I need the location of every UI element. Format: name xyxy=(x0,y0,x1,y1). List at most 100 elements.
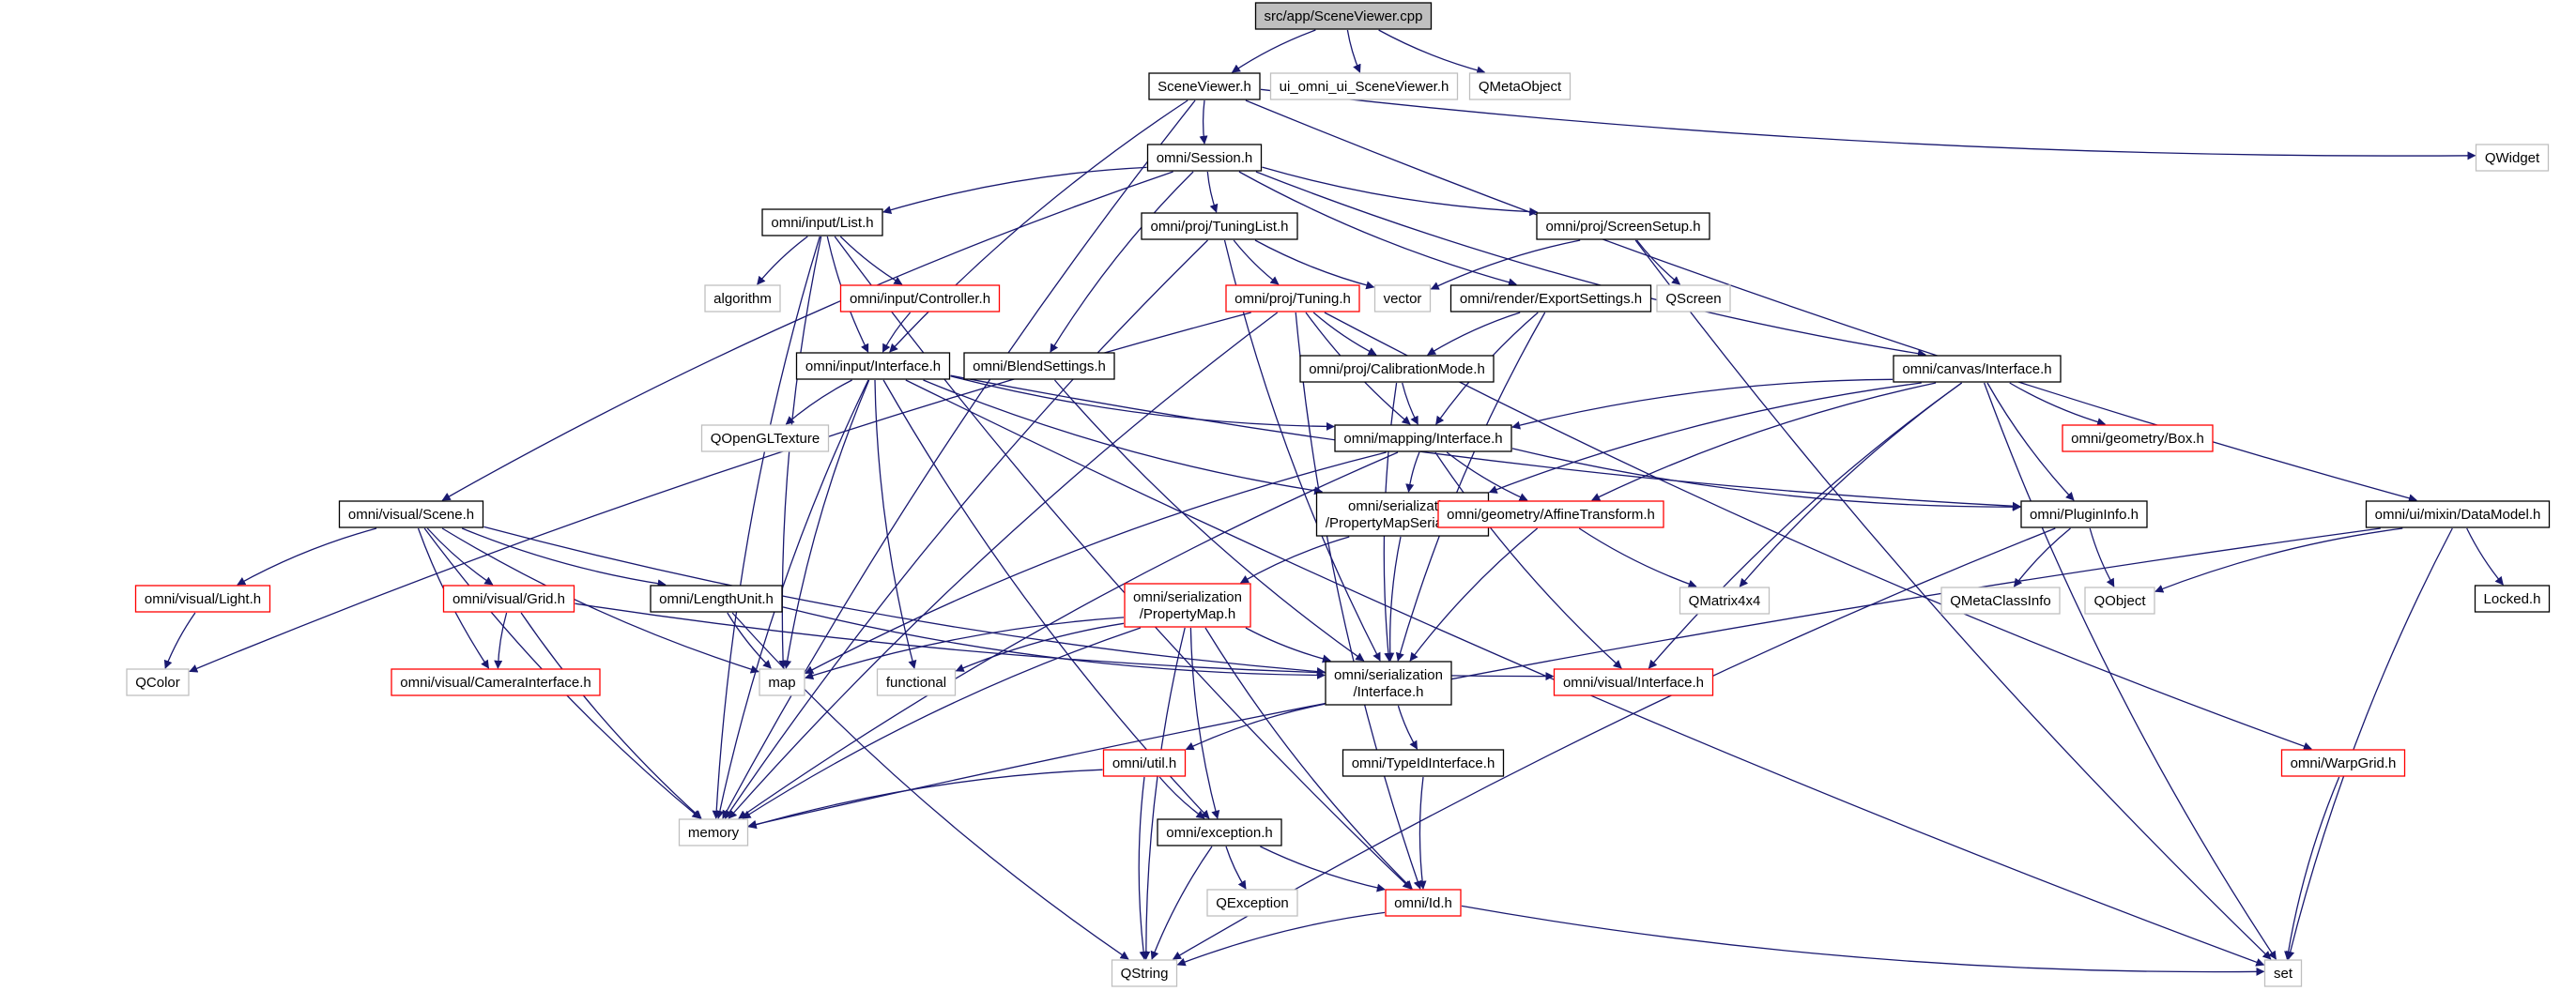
node-qcolor[interactable]: QColor xyxy=(126,668,190,696)
edge-session-to-canvas_interface xyxy=(1255,171,1926,358)
node-box xyxy=(1111,959,1178,987)
node-calibrationmode[interactable]: omni/proj/CalibrationMode.h xyxy=(1299,355,1495,383)
edge-tuninglist-to-vector xyxy=(1254,239,1375,290)
edge-mapping_interface-to-plugininfo xyxy=(1511,448,2021,511)
edge-input_interface-to-propmapserializer xyxy=(923,379,1324,496)
edge-input_list-to-map xyxy=(778,236,822,669)
edge-visual_grid-to-memory xyxy=(520,612,702,819)
node-ui_omni[interactable]: ui_omni_ui_SceneViewer.h xyxy=(1269,72,1459,100)
node-blendsettings[interactable]: omni/BlendSettings.h xyxy=(963,352,1115,380)
node-algorithm[interactable]: algorithm xyxy=(704,284,781,313)
edge-tuninglist-to-memory xyxy=(724,239,1208,819)
node-box xyxy=(1893,355,2062,383)
node-label: omni/render/ExportSettings.h xyxy=(1460,291,1642,307)
node-locked[interactable]: Locked.h xyxy=(2474,585,2551,613)
edge-exportsettings-to-ser_interface xyxy=(1395,312,1546,662)
node-label: omni/visual/Light.h xyxy=(145,591,261,607)
node-label: omni/WarpGrid.h xyxy=(2291,755,2397,771)
edge-input_list-to-memory xyxy=(712,236,820,819)
node-box xyxy=(338,500,484,528)
node-affinetransform[interactable]: omni/geometry/AffineTransform.h xyxy=(1437,500,1664,528)
node-box xyxy=(650,585,783,613)
node-box xyxy=(1373,284,1432,313)
edge-ser_interface-to-typeidinterface xyxy=(1397,705,1418,750)
node-plugininfo[interactable]: omni/PluginInfo.h xyxy=(2020,500,2148,528)
node-qstring[interactable]: QString xyxy=(1111,959,1178,987)
edge-sceneviewer_h-to-memory xyxy=(722,99,1196,819)
node-memory[interactable]: memory xyxy=(678,818,749,846)
node-mapping_interface[interactable]: omni/mapping/Interface.h xyxy=(1334,424,1512,452)
node-exportsettings[interactable]: omni/render/ExportSettings.h xyxy=(1449,284,1652,313)
node-qmatrix4x4[interactable]: QMatrix4x4 xyxy=(1679,587,1771,615)
edge-visual_scene-to-visual_grid xyxy=(426,527,494,586)
node-qmetaclassinfo[interactable]: QMetaClassInfo xyxy=(1940,587,2061,615)
node-label: SceneViewer.h xyxy=(1158,79,1251,95)
node-functional[interactable]: functional xyxy=(876,668,957,696)
node-label: omni/ui/mixin/DataModel.h xyxy=(2375,507,2541,523)
node-id[interactable]: omni/Id.h xyxy=(1385,889,1462,917)
node-label: omni/PluginInfo.h xyxy=(2030,507,2139,523)
edge-datamodel-to-locked xyxy=(2466,527,2504,586)
edge-screensetup-to-qscreen xyxy=(1636,239,1681,285)
edge-exception-to-qstring xyxy=(1150,846,1213,960)
node-vector[interactable]: vector xyxy=(1373,284,1432,313)
edge-tuning-to-calibrationmode xyxy=(1312,312,1377,356)
node-camerainterface[interactable]: omni/visual/CameraInterface.h xyxy=(391,668,601,696)
node-visual_light[interactable]: omni/visual/Light.h xyxy=(134,585,271,613)
edge-root-to-qmetaobject xyxy=(1378,29,1486,75)
node-canvas_interface[interactable]: omni/canvas/Interface.h xyxy=(1893,355,2062,383)
edge-util-to-qstring xyxy=(1138,776,1148,960)
node-label: omni/visual/Interface.h xyxy=(1563,675,1704,691)
node-box xyxy=(839,284,1001,313)
edge-screensetup-to-set xyxy=(1634,239,2272,960)
node-exception[interactable]: omni/exception.h xyxy=(1157,818,1282,846)
node-qscreen[interactable]: QScreen xyxy=(1656,284,1731,313)
node-label: Locked.h xyxy=(2484,591,2541,607)
node-visual_interface[interactable]: omni/visual/Interface.h xyxy=(1553,668,1714,696)
edge-session-to-blendsettings xyxy=(1050,171,1194,353)
node-propertymap[interactable]: omni/serialization/PropertyMap.h xyxy=(1124,583,1251,628)
node-set[interactable]: set xyxy=(2263,959,2303,987)
edge-canvas_interface-to-mapping_interface xyxy=(1511,378,1894,430)
edge-input_interface-to-mapping_interface xyxy=(950,375,1335,431)
node-session[interactable]: omni/Session.h xyxy=(1146,144,1263,172)
edge-lengthunit-to-ser_interface xyxy=(782,606,1326,680)
node-qobject[interactable]: QObject xyxy=(2084,587,2155,615)
edge-input_list-to-id xyxy=(834,236,1412,890)
node-input_interface[interactable]: omni/input/Interface.h xyxy=(795,352,951,380)
node-lengthunit[interactable]: omni/LengthUnit.h xyxy=(650,585,783,613)
edge-root-to-sceneviewer_h xyxy=(1231,29,1316,73)
node-map[interactable]: map xyxy=(759,668,805,696)
node-box xyxy=(1342,749,1505,777)
node-sceneviewer_h[interactable]: SceneViewer.h xyxy=(1148,72,1261,100)
node-box xyxy=(1141,212,1298,240)
node-box xyxy=(795,352,951,380)
edge-mapping_interface-to-propmapserializer xyxy=(1405,451,1420,493)
node-qmetaobject[interactable]: QMetaObject xyxy=(1468,72,1572,100)
node-tuning[interactable]: omni/proj/Tuning.h xyxy=(1225,284,1360,313)
edge-util-to-exception xyxy=(1158,776,1205,819)
node-box xyxy=(1437,500,1664,528)
node-input_controller[interactable]: omni/input/Controller.h xyxy=(839,284,1001,313)
node-datamodel[interactable]: omni/ui/mixin/DataModel.h xyxy=(2365,500,2551,528)
edge-propmapserializer-to-ser_interface xyxy=(1386,536,1402,662)
node-label: omni/input/List.h xyxy=(771,215,873,231)
node-visual_grid[interactable]: omni/visual/Grid.h xyxy=(442,585,575,613)
node-visual_scene[interactable]: omni/visual/Scene.h xyxy=(338,500,484,528)
edge-propertymap-to-exception xyxy=(1189,627,1220,819)
node-warpgrid[interactable]: omni/WarpGrid.h xyxy=(2280,749,2406,777)
node-ser_interface[interactable]: omni/serialization/Interface.h xyxy=(1325,661,1452,706)
node-tuninglist[interactable]: omni/proj/TuningList.h xyxy=(1141,212,1298,240)
node-screensetup[interactable]: omni/proj/ScreenSetup.h xyxy=(1536,212,1710,240)
node-geometry_box[interactable]: omni/geometry/Box.h xyxy=(2062,424,2214,452)
node-label: /PropertyMap.h xyxy=(1140,606,1236,622)
node-util[interactable]: omni/util.h xyxy=(1102,749,1187,777)
node-box xyxy=(2020,500,2148,528)
edge-input_list-to-input_controller xyxy=(839,236,903,285)
node-root[interactable]: src/app/SceneViewer.cpp xyxy=(1254,2,1433,30)
node-qopengltexture[interactable]: QOpenGLTexture xyxy=(700,424,830,452)
node-qwidget[interactable]: QWidget xyxy=(2475,144,2550,172)
node-typeidinterface[interactable]: omni/TypeIdInterface.h xyxy=(1342,749,1505,777)
node-qexception[interactable]: QException xyxy=(1206,889,1298,917)
node-input_list[interactable]: omni/input/List.h xyxy=(761,208,883,236)
